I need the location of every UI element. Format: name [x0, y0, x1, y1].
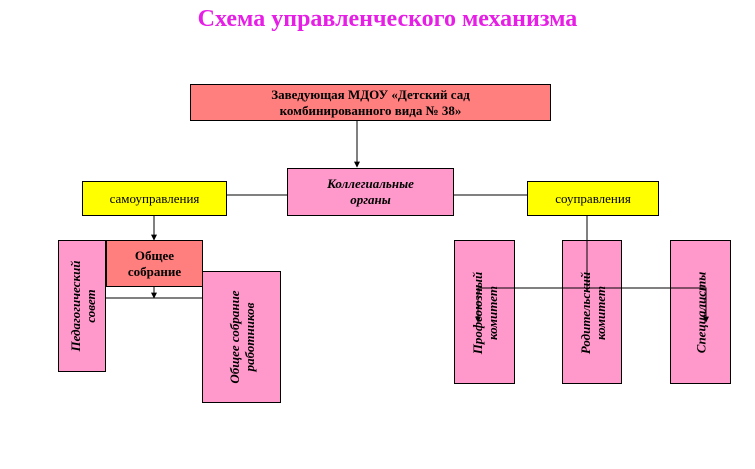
- general-meeting-box: Общее собрание: [106, 240, 203, 287]
- workers-meeting-line-1: Общее собрание: [227, 290, 242, 384]
- self-government-label: самоуправления: [109, 190, 200, 206]
- diagram-title: Схема управленческого механизма: [197, 6, 578, 32]
- ped-council-box: Педагогический совет: [58, 240, 106, 372]
- general-meeting-line-1: Общее: [134, 247, 175, 263]
- collegial-line-2: органы: [350, 192, 391, 207]
- co-government-box: соуправления: [527, 181, 659, 216]
- workers-meeting-box: Общее собрание работников: [202, 271, 281, 403]
- head-line-1: Заведующая МДОУ «Детский сад: [271, 86, 470, 102]
- ped-council-line-1: Педагогический: [68, 260, 83, 352]
- specialists-label: Специалисты: [693, 271, 709, 354]
- self-government-box: самоуправления: [82, 181, 227, 216]
- ped-council-line-2: совет: [83, 289, 98, 323]
- collegial-box: Коллегиальные органы: [287, 168, 454, 216]
- union-committee-box: Профсоюзный комитет: [454, 240, 515, 384]
- union-committee-line-2: комитет: [485, 286, 500, 340]
- union-committee-line-1: Профсоюзный: [470, 271, 485, 355]
- head-box: Заведующая МДОУ «Детский сад комбинирова…: [190, 84, 551, 121]
- parent-committee-box: Родительский комитет: [562, 240, 622, 384]
- co-government-label: соуправления: [555, 190, 631, 206]
- head-line-2: комбинированного вида № 38»: [279, 102, 462, 118]
- general-meeting-line-2: собрание: [127, 263, 182, 279]
- workers-meeting-line-2: работников: [242, 302, 257, 372]
- specialists-box: Специалисты: [670, 240, 731, 384]
- parent-committee-line-2: комитет: [593, 286, 608, 340]
- parent-committee-line-1: Родительский: [578, 271, 593, 355]
- collegial-line-1: Коллегиальные: [327, 176, 414, 191]
